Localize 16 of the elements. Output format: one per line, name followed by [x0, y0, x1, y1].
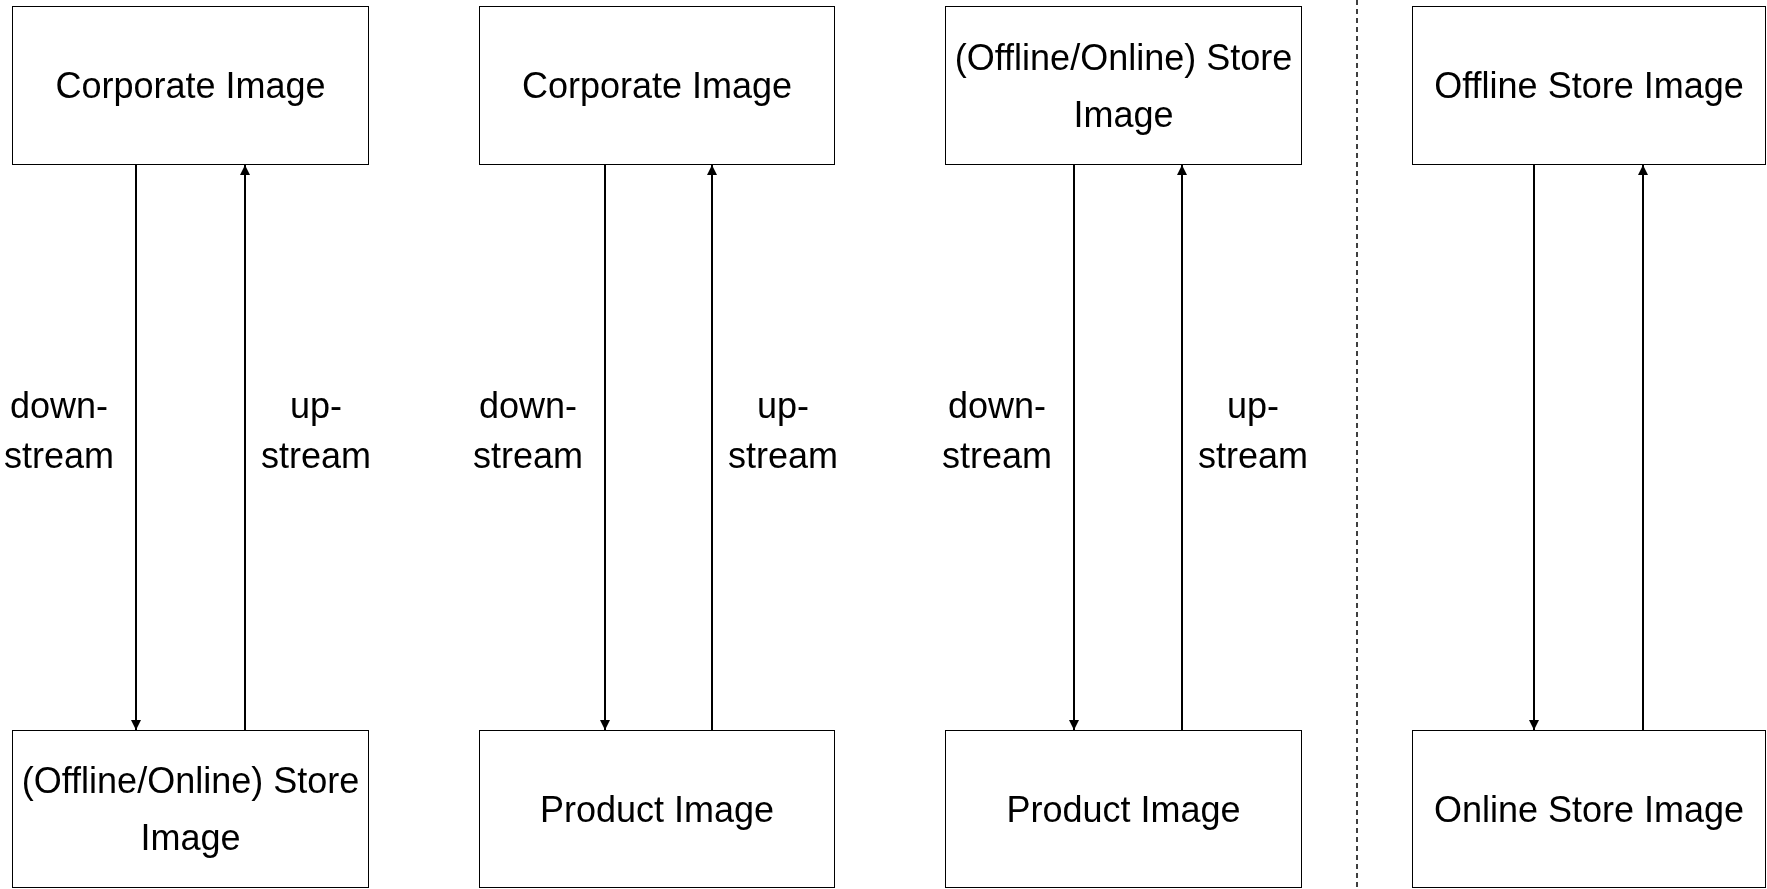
text-box: Corporate Image: [479, 6, 835, 165]
text-box: Product Image: [479, 730, 835, 888]
text-box: (Offline/Online) Store Image: [12, 730, 369, 888]
arrow: [131, 164, 141, 731]
arrow: [1177, 164, 1187, 731]
arrow: [600, 164, 610, 731]
text-box: Product Image: [945, 730, 1302, 888]
arrow: [1638, 164, 1648, 731]
text-box: (Offline/Online) Store Image: [945, 6, 1302, 165]
arrow: [707, 164, 717, 731]
text-box: Corporate Image: [12, 6, 369, 165]
text-box: Offline Store Image: [1412, 6, 1766, 165]
arrow: [240, 164, 250, 731]
arrow: [1529, 164, 1539, 731]
arrow: [1069, 164, 1079, 731]
text-box: Online Store Image: [1412, 730, 1766, 888]
